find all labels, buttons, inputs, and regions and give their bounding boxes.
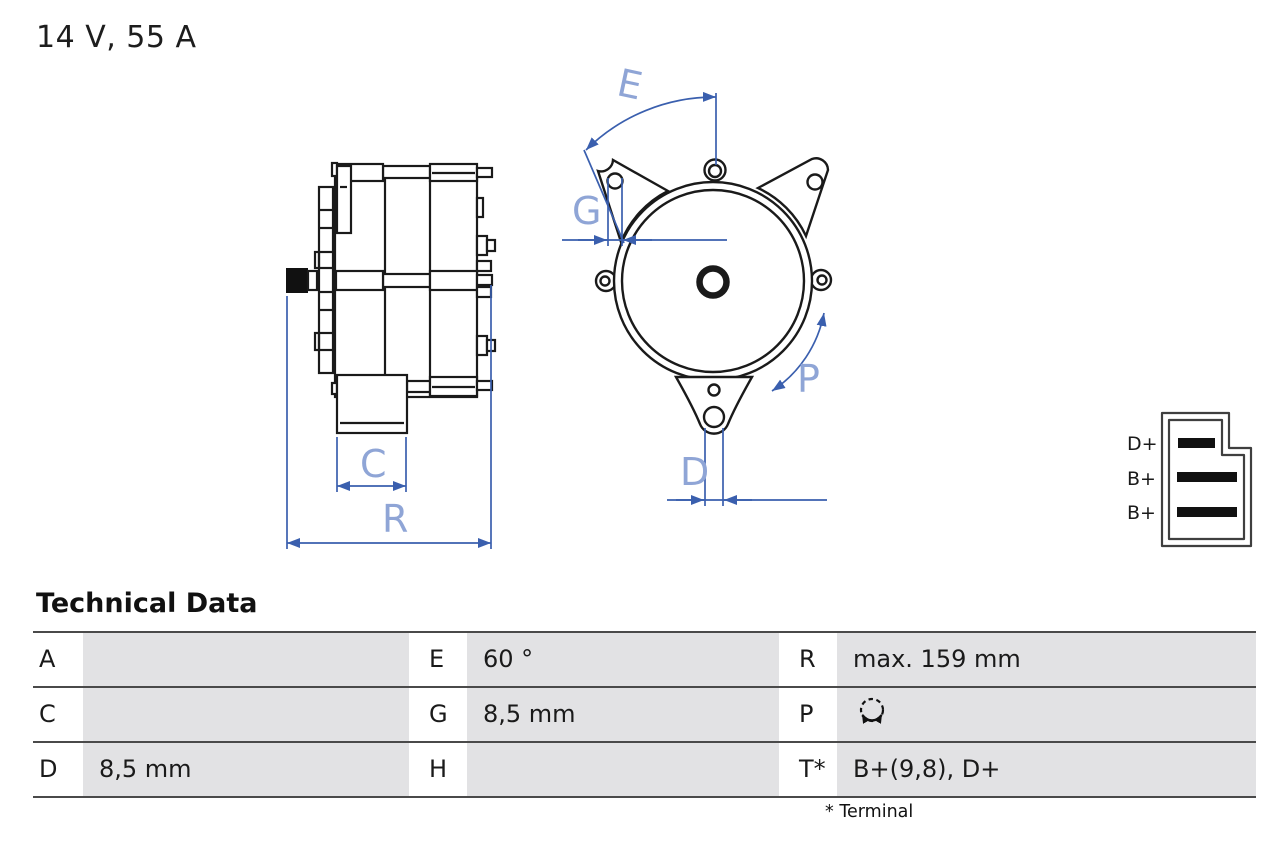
dim-key-c: C: [33, 688, 83, 741]
dim-arc-e: [585, 91, 717, 151]
pin-label-bplus-2: B+: [1127, 502, 1156, 524]
table-row: A E 60 ° R max. 159 mm: [33, 633, 1256, 688]
dim-key-h: H: [409, 743, 467, 796]
shaft-thread: [286, 268, 308, 293]
dim-label-e: E: [614, 61, 647, 109]
dim-key-a: A: [33, 633, 83, 686]
foot-bolt-hole: [702, 405, 726, 429]
adjustment-bracket: [335, 164, 353, 235]
terminal-pin-bplus-2: [1177, 507, 1237, 517]
dim-label-d: D: [680, 450, 709, 494]
table-row: D 8,5 mm H T* B+(9,8), D+: [33, 743, 1256, 798]
dim-value-r: max. 159 mm: [837, 633, 1256, 686]
mounting-foot-front: [673, 375, 755, 435]
side-view-drawing: [286, 161, 497, 435]
top-bolt-band: [335, 162, 494, 183]
housing-inner-circle: [620, 188, 806, 374]
dim-label-r: R: [382, 497, 408, 541]
dim-value-p: [837, 688, 1256, 741]
terminal-pin-bplus-1: [1177, 472, 1237, 482]
connector-inner-outline: [1167, 418, 1246, 541]
front-view-drawing: [594, 157, 833, 435]
dim-key-g: G: [409, 688, 467, 741]
dim-arc-p: [771, 312, 827, 392]
table-row: C G 8,5 mm P: [33, 688, 1256, 743]
dim-label-g: G: [572, 189, 601, 233]
technical-data-heading: Technical Data: [36, 588, 258, 619]
terminal-footnote: * Terminal: [825, 802, 914, 822]
page-title: 14 V, 55 A: [36, 20, 197, 55]
dim-value-c: [83, 688, 409, 741]
rear-bolts: [475, 196, 497, 357]
dim-label-p: P: [797, 357, 820, 401]
alternator-technical-drawing: C R: [286, 61, 1253, 549]
middle-bolt-band: [334, 269, 494, 292]
technical-data-table: A E 60 ° R max. 159 mm C G 8,5 mm P D 8,…: [33, 631, 1256, 798]
dim-value-e: 60 °: [467, 633, 779, 686]
connector-diagram: [1160, 411, 1253, 548]
dim-key-t: T*: [779, 743, 837, 796]
dim-key-r: R: [779, 633, 837, 686]
dim-value-g: 8,5 mm: [467, 688, 779, 741]
front-view-dimensions: [562, 91, 827, 506]
mounting-foot-side: [330, 373, 409, 435]
pulley-ribs: [313, 185, 335, 375]
dim-value-a: [83, 633, 409, 686]
shaft-center-hole: [696, 265, 730, 299]
dim-label-c: C: [360, 442, 387, 486]
pin-label-bplus-1: B+: [1127, 468, 1156, 490]
side-view-dimensions: [286, 285, 492, 549]
dim-key-d: D: [33, 743, 83, 796]
dim-key-e: E: [409, 633, 467, 686]
dim-value-t: B+(9,8), D+: [837, 743, 1256, 796]
dim-value-h: [467, 743, 779, 796]
dim-value-d: 8,5 mm: [83, 743, 409, 796]
dim-key-p: P: [779, 688, 837, 741]
pin-label-dplus: D+: [1127, 433, 1158, 455]
terminal-pin-dplus: [1178, 438, 1215, 448]
rotation-direction-icon: [859, 697, 885, 724]
